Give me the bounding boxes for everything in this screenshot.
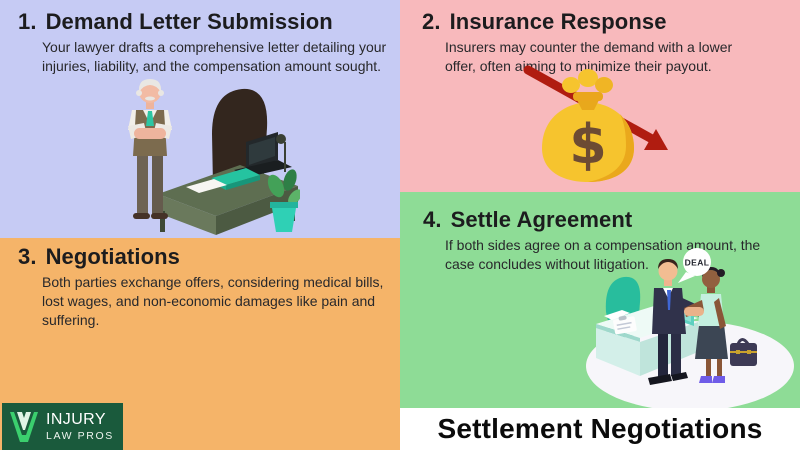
step-1-heading: 1. Demand Letter Submission: [0, 0, 400, 35]
money-bag-icon: $: [542, 69, 634, 182]
step-3-title: Negotiations: [45, 244, 180, 269]
step-4-title: Settle Agreement: [450, 207, 633, 232]
step-3-number: 3.: [18, 244, 37, 269]
step-1-number: 1.: [18, 9, 37, 34]
infographic-title: Settlement Negotiations: [437, 413, 763, 444]
desk-lamp-icon: [276, 134, 286, 172]
deal-label: DEAL: [685, 258, 710, 268]
businesswoman-figure: [684, 267, 728, 383]
step-4-number: 4.: [423, 207, 442, 232]
step-2-title: Insurance Response: [449, 9, 667, 34]
speech-bubble-deal: DEAL: [678, 248, 711, 283]
step-2-panel: 2. Insurance Response Insurers may count…: [400, 0, 800, 192]
handshake-hands: [684, 307, 704, 316]
step-3-description: Both parties exchange offers, considerin…: [42, 274, 384, 328]
step-4-description: If both sides agree on a compensation am…: [445, 237, 761, 272]
logo-text: INJURY LAW PROS: [46, 410, 114, 442]
logo-name: INJURY: [46, 410, 106, 428]
footer-title-strip: Settlement Negotiations: [400, 408, 800, 450]
paper-icon: [186, 179, 227, 193]
step-1-description: Your lawyer drafts a comprehensive lette…: [42, 39, 387, 74]
step-4-heading: 4. Settle Agreement: [400, 192, 800, 233]
briefcase-icon: [730, 338, 757, 366]
money-bag-declining-arrow-illustration: $: [523, 65, 668, 182]
injury-law-pros-logo-icon: [10, 411, 38, 442]
dollar-sign-label: $: [569, 113, 607, 176]
step-2-number: 2.: [422, 9, 441, 34]
handshake-deal-illustration: DEAL: [586, 248, 794, 408]
plant-icon: [267, 169, 300, 232]
brand-logo: INJURY LAW PROS: [2, 403, 123, 450]
logo-subname: LAW PROS: [46, 429, 114, 442]
step-1-panel: 1. Demand Letter Submission Your lawyer …: [0, 0, 400, 238]
step-3-heading: 3. Negotiations: [0, 238, 400, 270]
step-4-panel: 4. Settle Agreement If both sides agree …: [400, 192, 800, 408]
lawyer-figure: [128, 79, 172, 219]
lawyer-at-desk-illustration: [128, 79, 300, 235]
step-2-heading: 2. Insurance Response: [400, 0, 800, 35]
step-1-title: Demand Letter Submission: [45, 9, 333, 34]
step-2-description: Insurers may counter the demand with a l…: [445, 39, 733, 74]
